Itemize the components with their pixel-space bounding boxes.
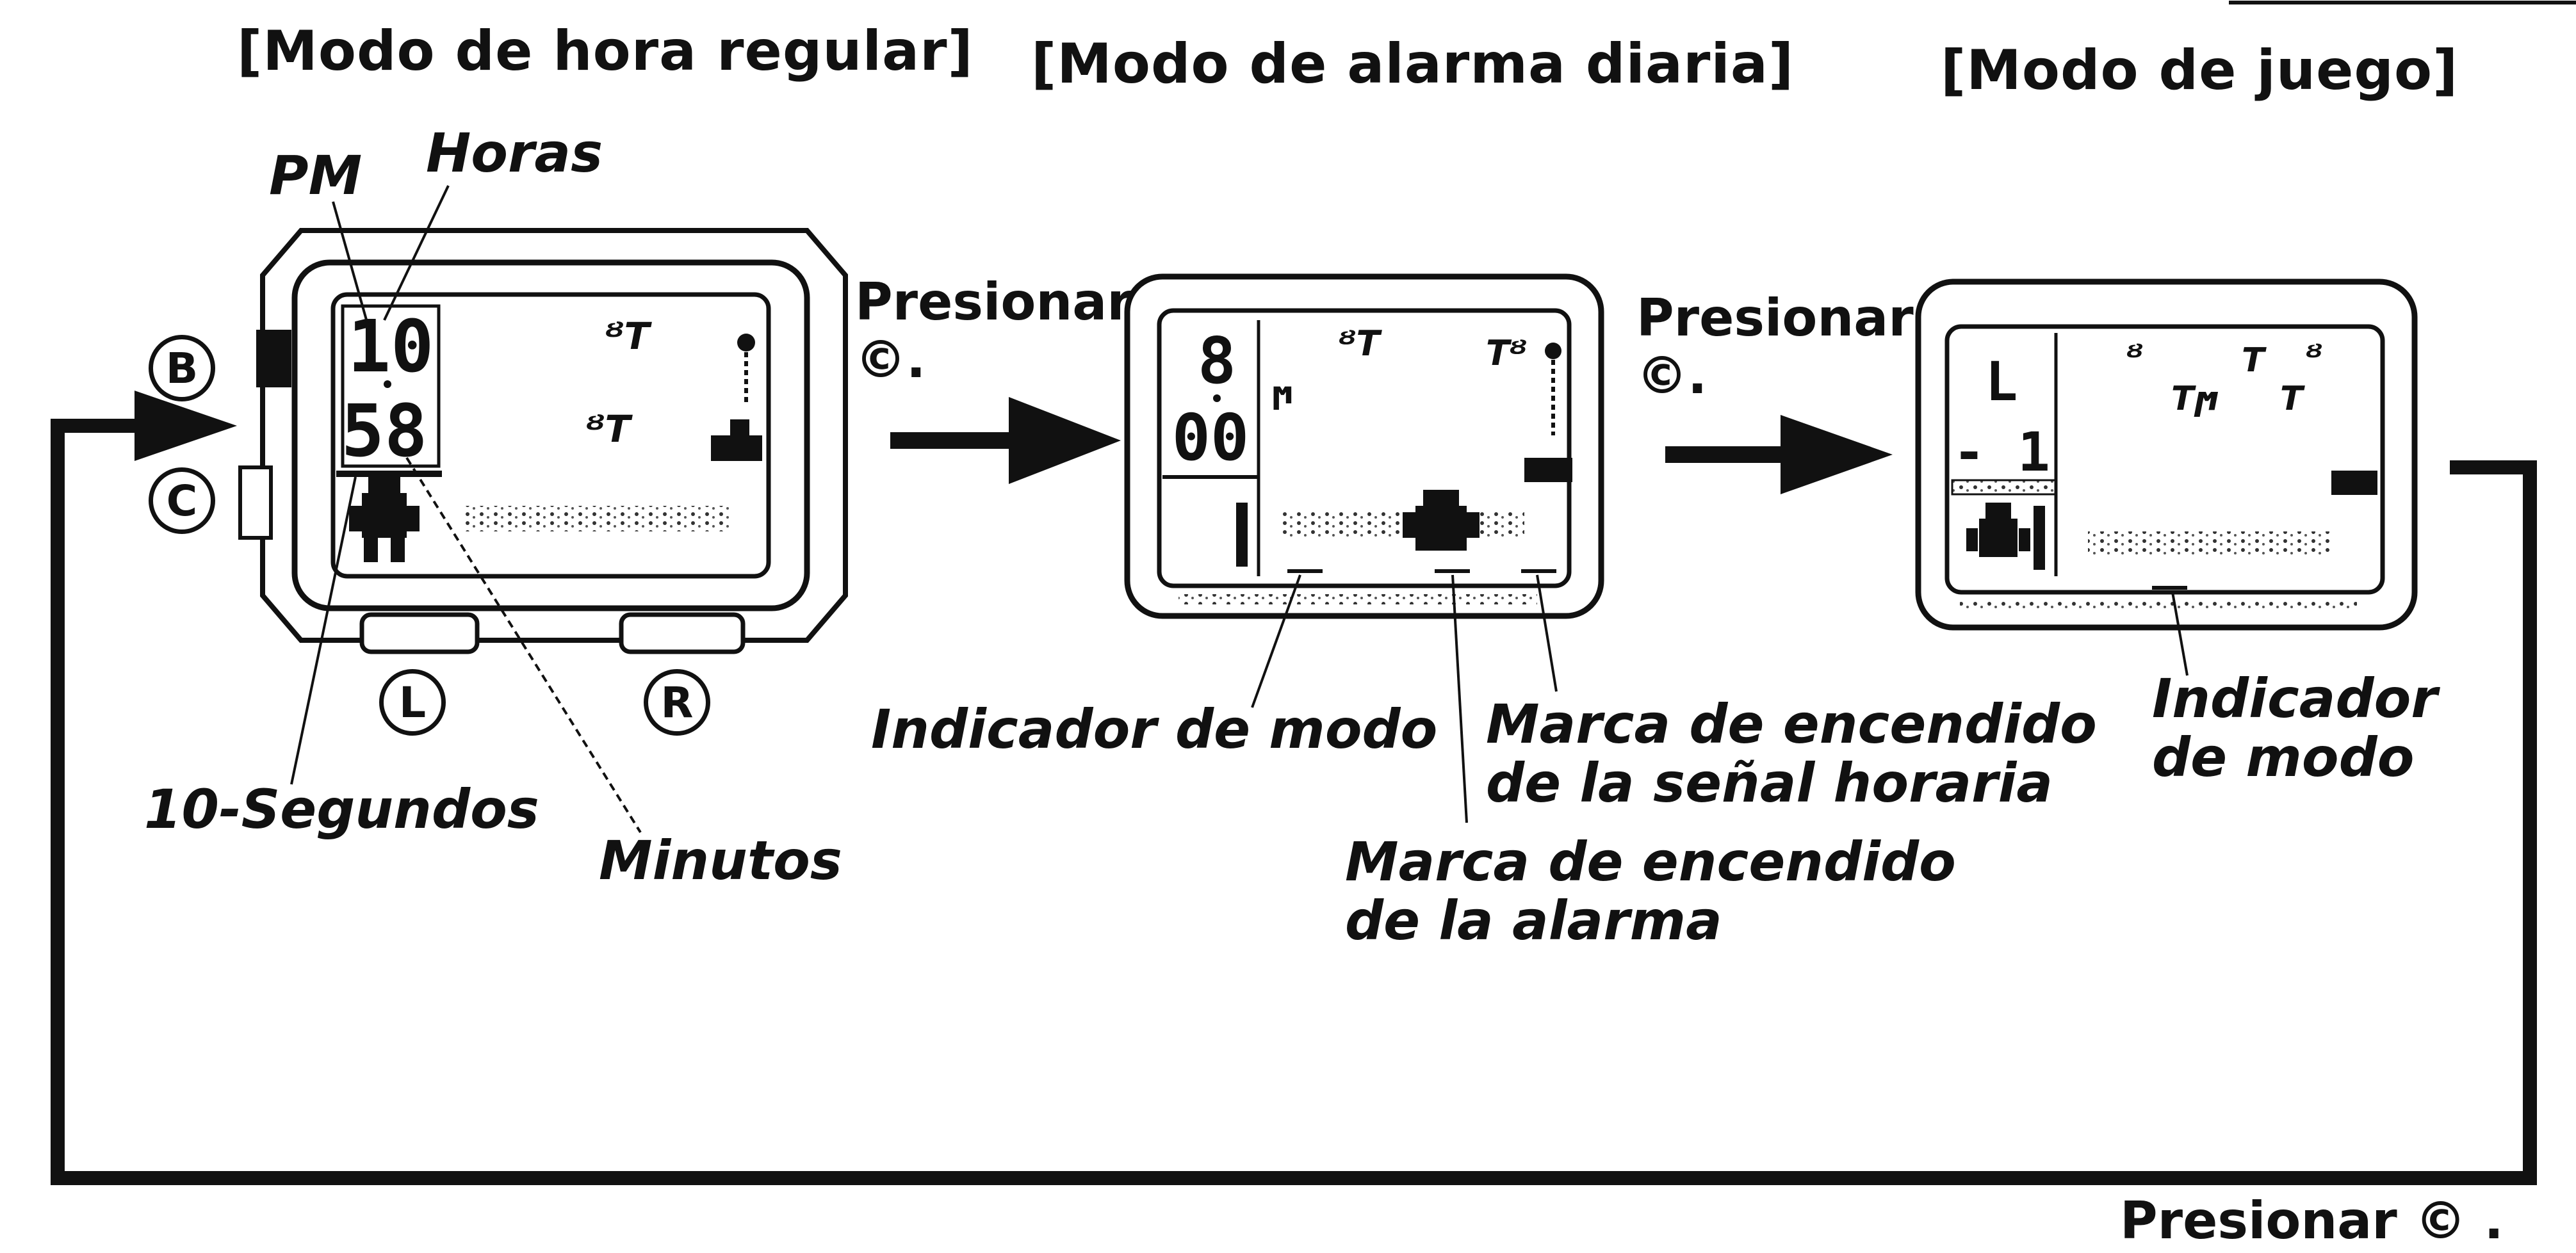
b-button-body[interactable] <box>256 330 291 387</box>
c-button-body[interactable] <box>238 465 273 540</box>
arrow-right-icon <box>1009 397 1121 484</box>
robot-icon <box>349 477 420 562</box>
press-c-label-1: Presionar <box>855 272 1132 332</box>
plane-icon: ᴽT <box>605 314 653 358</box>
hours-digits: 10 <box>348 305 434 389</box>
r-button-label: R <box>644 669 710 736</box>
tank-icon <box>711 435 762 461</box>
ground-terrain <box>461 506 730 531</box>
game-stage-digits: - 1 <box>1953 421 2050 483</box>
b-button-label: B <box>149 335 215 401</box>
plane-icon: Tᴽ <box>1486 333 1527 373</box>
mode-title-game: [Modo de juego] <box>1941 38 2459 102</box>
label-minutes: Minutos <box>599 829 842 892</box>
label-hours: Horas <box>426 122 603 184</box>
robot-icon <box>1966 503 2030 557</box>
game-level-digit: L <box>1985 350 2018 413</box>
level-bar <box>2034 506 2045 570</box>
label-mode-indicator: Indicador de modo <box>871 698 1438 761</box>
mode-title-daily-alarm: [Modo de alarma diaria] <box>1031 32 1795 96</box>
l-button-body[interactable] <box>359 612 480 654</box>
plane-icon: T <box>2242 341 2267 380</box>
minutes-digits: 58 <box>341 390 428 473</box>
parachute-icon <box>1545 343 1561 359</box>
label-ten-seconds: 10-Segundos <box>144 778 539 841</box>
l-button-label: L <box>379 669 446 736</box>
plane-icon: T <box>2280 380 2305 418</box>
arrow-right-icon <box>1781 415 1893 494</box>
press-c-symbol-1: ©. <box>855 330 926 389</box>
tank-icon <box>2331 471 2377 495</box>
arrow-right-icon <box>135 391 237 461</box>
label-hourly-chime-mark: Marca de encendido de la señal horaria <box>1486 693 2097 814</box>
return-loop-line <box>51 419 2537 1185</box>
mode-arrows <box>51 391 2537 1185</box>
label-pm: PM <box>269 144 363 207</box>
watch-game: L - 1 ᴽ Tϻ T T ᴽ <box>1915 279 2418 676</box>
plane-icon: ᴽ <box>2126 338 2143 376</box>
level-bar <box>1236 503 1248 567</box>
label-game-mode-indicator: Indicador de modo <box>2152 667 2438 789</box>
plane-icon: Tϻ <box>2171 380 2219 418</box>
r-button-body[interactable] <box>619 612 746 654</box>
ground-terrain <box>2088 531 2331 554</box>
alarm-minutes-digits: 00 <box>1172 400 1249 475</box>
c-button-label: C <box>149 467 215 534</box>
tank-icon <box>1524 458 1572 482</box>
press-c-symbol-2: ©. <box>1636 346 1708 405</box>
plane-icon: ᴽT <box>586 407 633 451</box>
robot-icon <box>1403 490 1480 551</box>
alarm-hours-digits: 8 <box>1198 323 1236 398</box>
watch-daily-alarm: 8 00 ᴽT Tᴽ ϻ <box>1124 273 1604 823</box>
parachute-icon <box>737 334 755 352</box>
plane-icon: ᴽT <box>1339 323 1383 364</box>
bird-icon: ϻ <box>1271 375 1294 411</box>
press-c-label-2: Presionar <box>1636 288 1914 348</box>
mode-title-regular-time: [Modo de hora regular] <box>237 19 974 83</box>
label-alarm-on-mark: Marca de encendido de la alarma <box>1345 830 1956 952</box>
press-c-loop-label: Presionar © . <box>2120 1191 2504 1250</box>
plane-icon: ᴽ <box>2306 338 2322 376</box>
watch-regular-time: 10 58 ᴽT ᴽT <box>238 185 848 834</box>
